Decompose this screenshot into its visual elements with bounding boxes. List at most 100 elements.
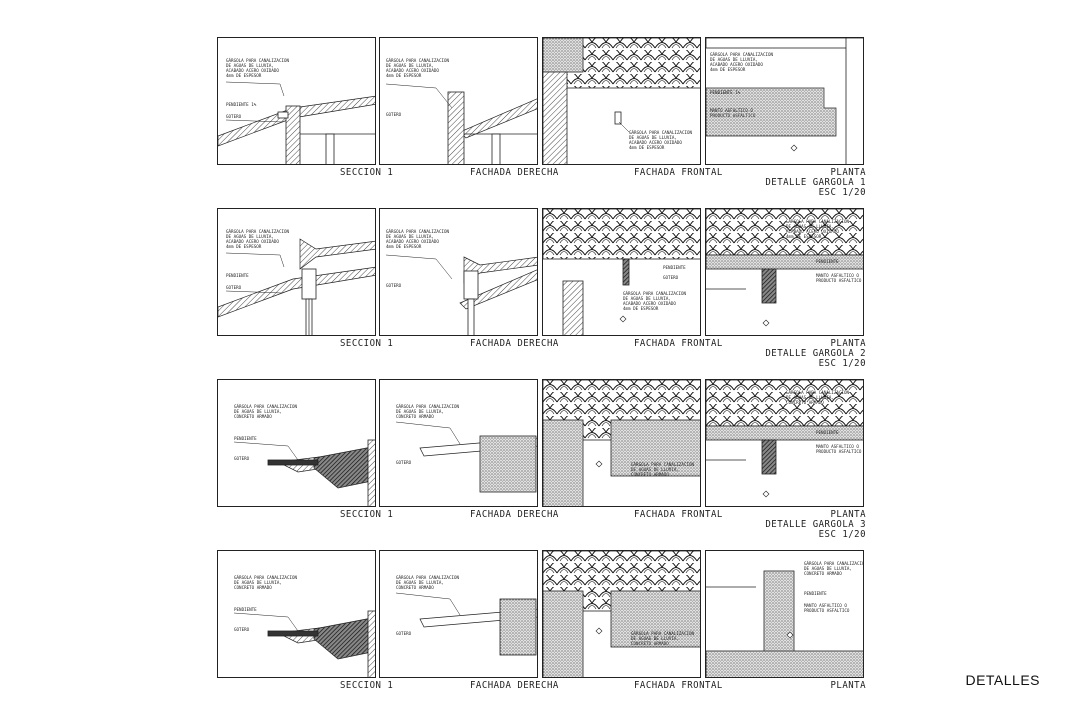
soffit-note: GOTERO xyxy=(226,114,242,119)
section-caption: SECCION 1 xyxy=(340,509,394,521)
note-line: 4mm DE ESPESOR xyxy=(226,73,262,78)
note-line: DE AGUAS DE LLUVIA, xyxy=(631,467,679,472)
note-line: GÁRGOLA PARA CANALIZACION xyxy=(623,291,687,296)
right-facade-caption: FACHADA DERECHA xyxy=(470,509,559,521)
leader-line xyxy=(225,252,285,268)
spout xyxy=(622,258,630,286)
note-line: ACABADO ACERO OXIDADO xyxy=(386,68,439,73)
concrete-spout xyxy=(267,459,319,466)
column xyxy=(491,133,501,164)
note-line: MANTO ASFALTICO O xyxy=(816,273,859,278)
right-facade-caption: FACHADA DERECHA xyxy=(470,338,559,350)
detail-marker-icon xyxy=(595,460,603,468)
slope-note: PENDIENTE xyxy=(804,591,827,596)
roof-field xyxy=(543,38,584,73)
right-facade-caption: FACHADA DERECHA xyxy=(470,680,559,692)
wall xyxy=(543,71,568,164)
spout-face xyxy=(610,590,700,648)
note-line: GÁRGOLA PARA CANALIZACION xyxy=(631,462,695,467)
soffit-note: GOTERO xyxy=(234,627,250,632)
note-line: DE AGUAS DE LLUVIA, xyxy=(629,135,677,140)
note-line: ACABADO ACERO OXIDADO xyxy=(710,62,763,67)
note-line: MANTO ASFALTICO O xyxy=(804,603,847,608)
note-line: ACABADO ACERO OXIDADO xyxy=(623,301,676,306)
note-line: CONCRETO ARMADO xyxy=(234,585,272,590)
soffit-note: GOTERO xyxy=(226,285,242,290)
wall-right xyxy=(845,38,863,164)
beam xyxy=(301,268,317,300)
soffit-note: GOTERO xyxy=(663,275,679,280)
front-facade-caption: FACHADA FRONTAL xyxy=(634,509,723,521)
note-line: PRODUCTO ASFALTICO xyxy=(816,449,862,454)
sheet-title: DETALLES xyxy=(965,672,1040,688)
note-line: GÁRGOLA PARA CANALIZACION xyxy=(234,404,298,409)
slope-note: PENDIENTE 1% xyxy=(710,90,741,95)
roof-tiles xyxy=(543,209,700,260)
note-line: MANTO ASFALTICO O xyxy=(816,444,859,449)
note-line: GÁRGOLA PARA CANALIZACION xyxy=(804,561,864,566)
concrete-spout xyxy=(267,630,319,637)
leader-line xyxy=(233,612,299,632)
note-line: GÁRGOLA PARA CANALIZACION xyxy=(226,58,290,63)
note-line: 4mm DE ESPESOR xyxy=(786,234,822,239)
note-line: DE AGUAS DE LLUVIA, xyxy=(786,395,834,400)
scale-caption: ESC 1/20 xyxy=(818,187,866,199)
note-line: PRODUCTO ASFALTICO xyxy=(804,608,850,613)
note-line: 4mm DE ESPESOR xyxy=(386,244,422,249)
roof-tiles xyxy=(706,209,863,256)
roof-plan xyxy=(706,87,837,137)
note-line: GÁRGOLA PARA CANALIZACION xyxy=(786,219,850,224)
wall-left xyxy=(543,590,584,677)
scale-caption: ESC 1/20 xyxy=(818,529,866,541)
slope-note: PENDIENTE xyxy=(234,436,257,441)
spout-plan xyxy=(761,439,777,475)
leader-line xyxy=(385,83,453,109)
parapet-wall xyxy=(285,105,301,164)
scale-caption: ESC 1/20 xyxy=(818,358,866,370)
wall xyxy=(367,439,375,506)
note-line: DE AGUAS DE LLUVIA, xyxy=(396,409,444,414)
note-line: GÁRGOLA PARA CANALIZACION xyxy=(631,631,695,636)
note-line: GÁRGOLA PARA CANALIZACION xyxy=(786,390,850,395)
note-line: PRODUCTO ASFALTICO xyxy=(710,113,756,118)
detail-marker-icon xyxy=(786,631,794,639)
spout-face xyxy=(499,598,537,656)
note-line: GÁRGOLA PARA CANALIZACION xyxy=(234,575,298,580)
note-line: GÁRGOLA PARA CANALIZACION xyxy=(226,229,290,234)
roof-tiles xyxy=(706,380,863,427)
note-line: DE AGUAS DE LLUVIA, xyxy=(386,234,434,239)
note-line: DE AGUAS DE LLUVIA, xyxy=(234,580,282,585)
note-line: CONCRETO ARMADO xyxy=(396,585,434,590)
note-line: DE AGUAS DE LLUVIA, xyxy=(786,224,834,229)
note-line: PRODUCTO ASFALTICO xyxy=(816,278,862,283)
soffit-note: GOTERO xyxy=(386,283,402,288)
note-line: 4mm DE ESPESOR xyxy=(623,306,659,311)
note-line: GÁRGOLA PARA CANALIZACION xyxy=(396,575,460,580)
soffit-note: GOTERO xyxy=(386,112,402,117)
detail-marker-icon xyxy=(595,627,603,635)
note-line: ACABADO ACERO OXIDADO xyxy=(226,239,279,244)
spout-face xyxy=(479,435,537,493)
note-line: MANTO ASFALTICO O xyxy=(710,108,753,113)
concrete-beam xyxy=(313,446,375,489)
